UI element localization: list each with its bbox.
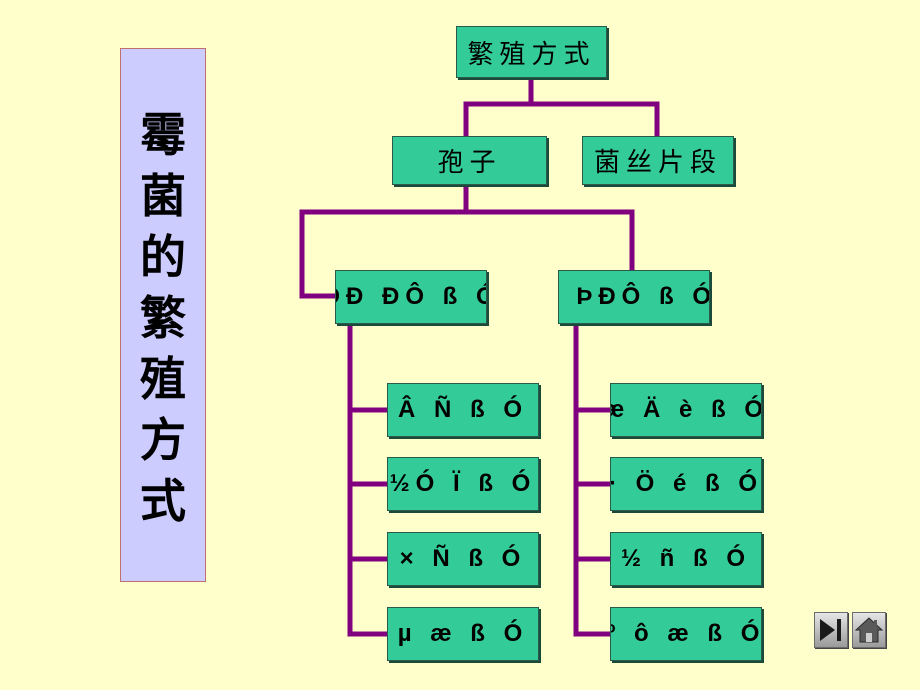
next-slide-icon (820, 619, 841, 641)
node-left-item: µ æ ß Ó (387, 607, 539, 661)
node-spore: 孢子 (392, 136, 547, 185)
side-title-char: 繁 (140, 291, 186, 345)
side-title-char: 的 (140, 230, 186, 284)
next-slide-button[interactable] (814, 612, 848, 648)
side-title-char: 方 (140, 413, 186, 467)
node-left-item: × Ñ ß Ó (387, 532, 539, 586)
side-title-char: 式 (140, 474, 186, 528)
node-left-item: Â Ñ ß Ó (387, 383, 539, 437)
side-title-panel: 霉 菌 的 繁 殖 方 式 (120, 48, 206, 582)
node-right-item: º ô æ ß Ó (610, 607, 762, 661)
node-right-group: Î ÞÐÔ ß Ó (558, 270, 710, 324)
node-left-item: ½Ó Ï ß Ó (387, 457, 539, 511)
node-left-group: ÓÐ ÐÔ ß Ó (335, 270, 487, 324)
side-title-char: 菌 (140, 169, 186, 223)
node-right-item: · Ö é ß Ó (610, 457, 762, 511)
side-title-char: 殖 (140, 352, 186, 406)
node-root: 繁殖方式 (456, 26, 607, 78)
node-right-item: ½ ñ ß Ó (610, 532, 762, 586)
side-title-text: 霉 菌 的 繁 殖 方 式 (121, 105, 205, 532)
node-hypha-fragment: 菌丝片段 (582, 136, 734, 185)
home-icon (854, 617, 884, 643)
home-button[interactable] (852, 612, 886, 648)
side-title-char: 霉 (140, 108, 186, 162)
node-right-item: æ Ä è ß Ó (610, 383, 762, 437)
